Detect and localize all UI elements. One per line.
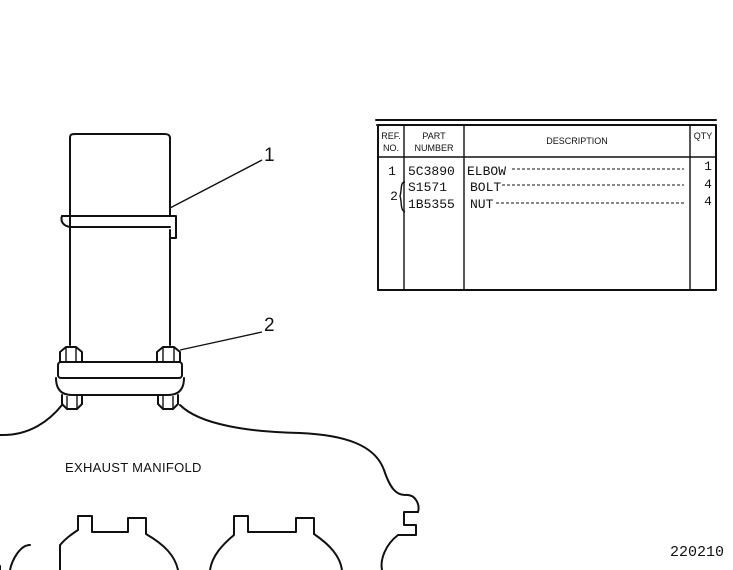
header-ref-line1: REF. xyxy=(381,131,401,141)
row-description: NUT xyxy=(470,197,494,212)
row-qty: 4 xyxy=(704,194,712,209)
flange-part xyxy=(55,346,185,410)
table-row: 2 S1571 BOLT 4 xyxy=(390,177,712,204)
figure-number: 220210 xyxy=(670,544,724,561)
group-brace xyxy=(399,181,406,213)
header-qty: QTY xyxy=(694,131,713,141)
row-description: ELBOW xyxy=(467,164,506,179)
row-qty: 1 xyxy=(704,159,712,174)
header-part-line2: NUMBER xyxy=(414,143,454,153)
manifold-label: EXHAUST MANIFOLD xyxy=(65,460,202,475)
row-description: BOLT xyxy=(470,180,501,195)
table-row: 1B5355 NUT 4 xyxy=(408,194,712,212)
callout-1: 1 xyxy=(169,145,275,209)
table-row: 1 5C3890 ELBOW 1 xyxy=(388,159,712,179)
callout-2: 2 xyxy=(179,315,275,351)
row-part-number: 5C3890 xyxy=(408,164,455,179)
row-ref: 2 xyxy=(390,189,398,204)
row-part-number: S1571 xyxy=(408,180,447,195)
row-part-number: 1B5355 xyxy=(408,197,455,212)
svg-text:2: 2 xyxy=(264,315,275,336)
row-qty: 4 xyxy=(704,177,712,192)
header-ref-line2: NO. xyxy=(383,143,399,153)
elbow-part xyxy=(60,133,177,346)
header-part-line1: PART xyxy=(422,131,446,141)
row-ref: 1 xyxy=(388,164,396,179)
parts-table: REF. NO. PART NUMBER DESCRIPTION QTY 1 5… xyxy=(375,119,717,291)
exhaust-manifold xyxy=(0,404,420,570)
header-description: DESCRIPTION xyxy=(546,136,608,146)
svg-text:1: 1 xyxy=(264,145,275,166)
